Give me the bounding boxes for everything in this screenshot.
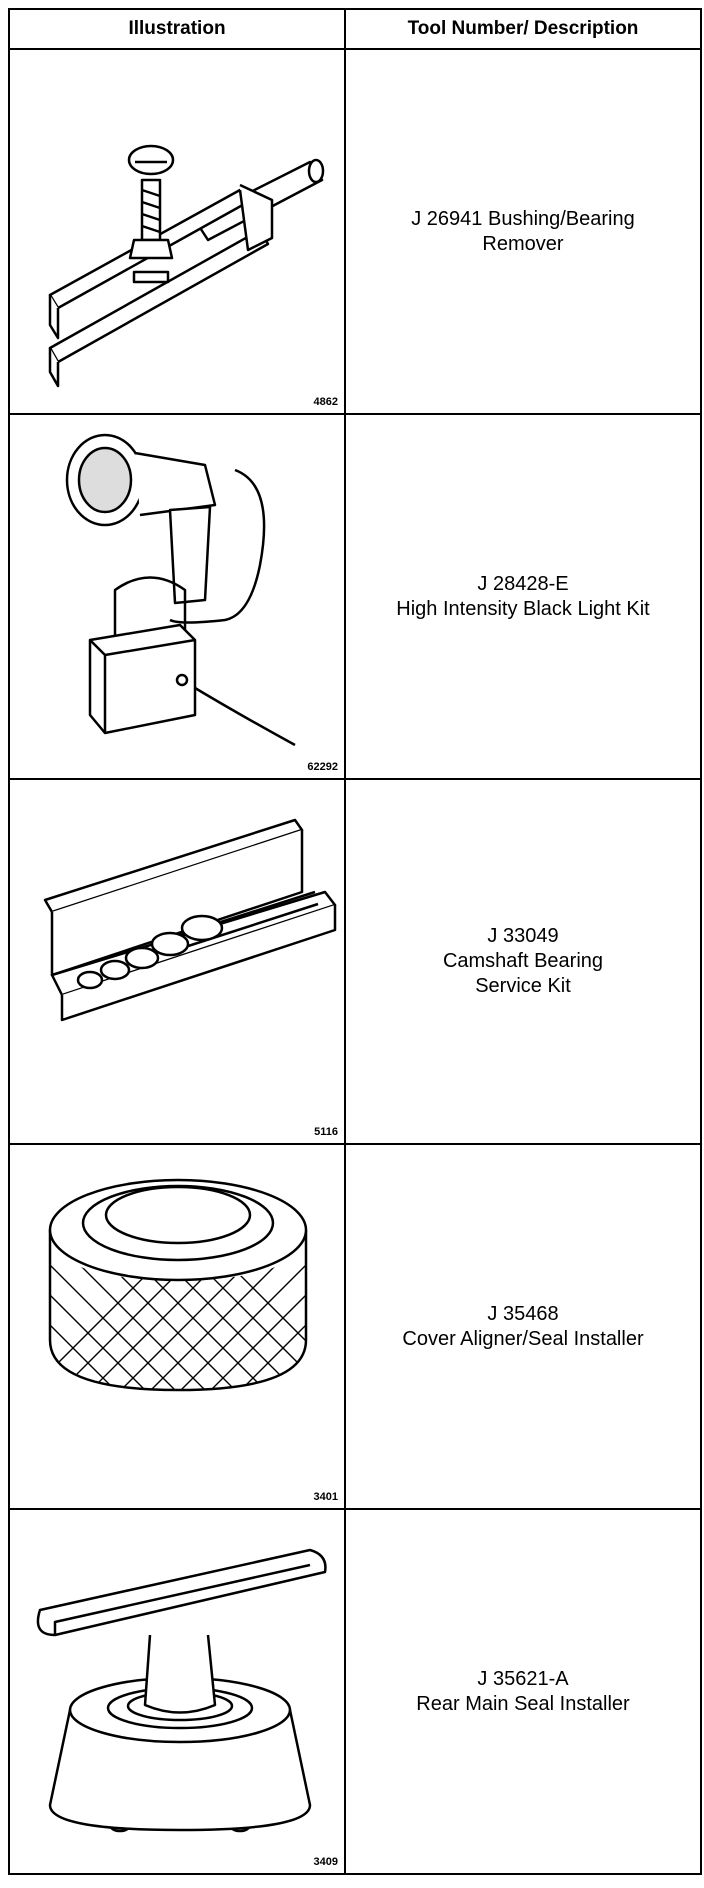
tool-description-line: Cover Aligner/Seal Installer	[402, 1327, 644, 1350]
tool-number-line: J 26941 Bushing/Bearing	[411, 207, 635, 230]
table-row: 3401 J 35468 Cover Aligner/Seal Installe…	[8, 1143, 702, 1510]
figure-number: 62292	[307, 761, 338, 773]
tool-description-line: Camshaft Bearing	[442, 950, 604, 972]
special-tools-table: Illustration Tool Number/ Description	[8, 8, 702, 1875]
tool-description-line: Remover	[482, 232, 564, 255]
illustration-cell: 3409	[8, 1508, 346, 1875]
illustration-cell: 4862	[8, 48, 346, 415]
tool-number-line: J 28428-E	[477, 572, 569, 595]
figure-number: 3409	[313, 1856, 338, 1868]
tool-description-line: Service Kit	[475, 975, 571, 997]
figure-number: 4862	[313, 396, 338, 408]
illustration-cell: 62292	[8, 413, 346, 780]
figure-number: 5116	[314, 1126, 338, 1138]
table-row: 4862 J 26941 Bushing/Bearing Remover	[8, 48, 702, 415]
tool-description-cell: J 33049 Camshaft Bearing Service Kit	[344, 778, 702, 1145]
tool-description-cell: J 28428-E High Intensity Black Light Kit	[344, 413, 702, 780]
table-row: 62292 J 28428-E High Intensity Black Lig…	[8, 413, 702, 780]
tool-description-cell: J 26941 Bushing/Bearing Remover	[344, 48, 702, 415]
illustration-cell: 3401	[8, 1143, 346, 1510]
bushing-bearing-remover-icon	[48, 144, 325, 388]
table-row: 3409 J 35621-A Rear Main Seal Installer	[8, 1508, 702, 1875]
tool-description-line: High Intensity Black Light Kit	[396, 597, 650, 620]
header-illustration: Illustration	[8, 8, 346, 50]
tool-number-line: J 33049	[487, 925, 559, 947]
tool-description-cell: J 35621-A Rear Main Seal Installer	[344, 1508, 702, 1875]
cover-aligner-seal-installer-icon	[48, 1178, 308, 1392]
figure-number: 3401	[313, 1491, 338, 1503]
camshaft-bearing-kit-icon	[43, 818, 337, 1022]
tool-number-line: J 35468	[487, 1302, 559, 1325]
header-tool-description: Tool Number/ Description	[344, 8, 702, 50]
rear-main-seal-installer-icon	[36, 1548, 327, 1833]
tool-number-line: J 35621-A	[477, 1667, 569, 1690]
illustration-cell: 5116	[8, 778, 346, 1145]
black-light-kit-icon	[65, 433, 296, 747]
tool-description-line: Rear Main Seal Installer	[416, 1692, 630, 1715]
table-row: 5116 J 33049 Camshaft Bearing Service Ki…	[8, 778, 702, 1145]
tool-description-cell: J 35468 Cover Aligner/Seal Installer	[344, 1143, 702, 1510]
table-header-row: Illustration Tool Number/ Description	[8, 8, 702, 50]
